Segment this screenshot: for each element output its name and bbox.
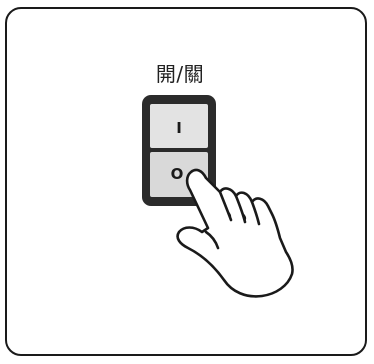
- on-symbol: I: [176, 119, 182, 137]
- pointing-hand-icon: [178, 170, 293, 296]
- off-symbol: O: [171, 165, 184, 183]
